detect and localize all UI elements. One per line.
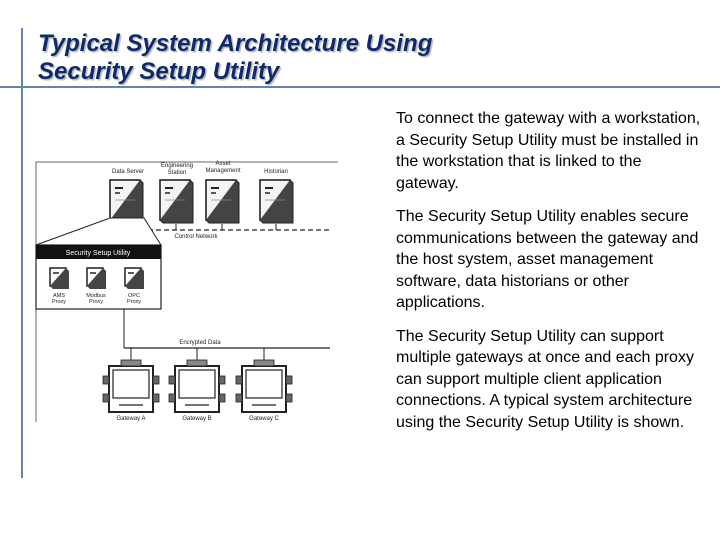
opc-proxy-label-1: OPC	[128, 293, 140, 299]
title-line-1: Typical System Architecture Using	[38, 30, 433, 57]
data-server-icon	[109, 179, 144, 224]
engineering-station-label-2: Station	[168, 170, 187, 176]
title-line-2: Security Setup Utility	[38, 58, 280, 85]
asset-management-label-2: Management	[205, 168, 240, 174]
control-network-label: Control Network	[174, 234, 218, 240]
asset-management-icon	[205, 179, 240, 224]
opc-proxy-icon	[124, 267, 145, 290]
modbus-proxy-label-2: Proxy	[89, 299, 103, 305]
engineering-station-icon	[159, 179, 194, 224]
system-architecture-diagram: Data Server Engineering Station Asset Ma…	[35, 161, 338, 422]
engineering-station-label-1: Engineering	[161, 163, 193, 169]
diagram-frame	[35, 161, 338, 422]
data-server-label: Data Server	[112, 169, 144, 175]
utility-connection-cone	[35, 217, 162, 246]
paragraph-2: The Security Setup Utility enables secur…	[396, 208, 699, 311]
asset-management-label-1: Asset	[215, 161, 230, 167]
opc-proxy-label-2: Proxy	[127, 299, 141, 305]
gateway-b-label: Gateway B	[182, 416, 211, 422]
gateway-c-label: Gateway C	[249, 416, 279, 422]
gateway-b-icon	[168, 359, 226, 413]
utility-header-bar	[36, 245, 161, 259]
modbus-proxy-label-1: Modbus	[86, 293, 106, 299]
left-accent-line	[21, 28, 23, 478]
body-text: To connect the gateway with a workstatio…	[396, 108, 708, 445]
paragraph-3: The Security Setup Utility can support m…	[396, 327, 694, 431]
gateway-a-icon	[102, 359, 160, 413]
paragraph-1: To connect the gateway with a workstatio…	[396, 110, 701, 192]
historian-icon	[259, 179, 294, 224]
gateway-c-icon	[235, 359, 293, 413]
slide-title: Typical System Architecture Using Securi…	[38, 30, 432, 86]
ams-proxy-label-1: AMS	[53, 293, 65, 299]
gateway-a-label: Gateway A	[116, 416, 145, 422]
modbus-proxy-icon	[86, 267, 107, 290]
utility-header-label: Security Setup Utility	[66, 250, 131, 257]
encrypted-data-label: Encrypted Data	[179, 340, 221, 346]
ams-proxy-icon	[49, 267, 70, 290]
title-underline	[0, 86, 720, 88]
historian-label: Historian	[264, 169, 288, 175]
ams-proxy-label-2: Proxy	[52, 299, 66, 305]
